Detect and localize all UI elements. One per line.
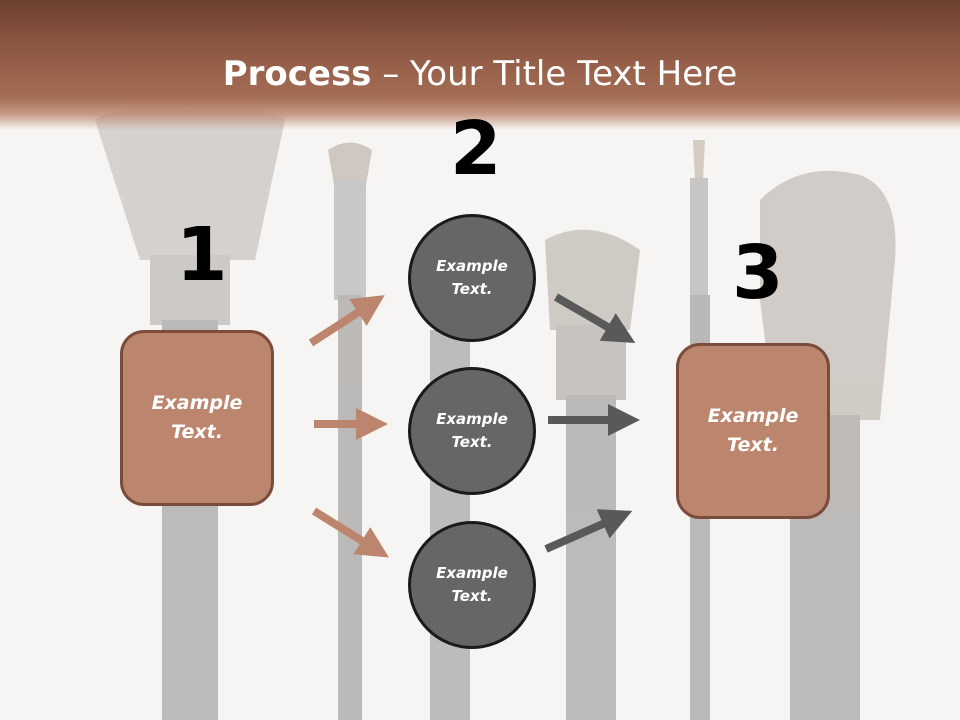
step-2-circle-bottom[interactable]: Example Text. [408,521,536,649]
circle-top-text: Example Text. [436,257,508,298]
step-1-box[interactable]: Example Text. [120,330,274,506]
arrow-bottom-to-3-icon [544,509,633,553]
step-number-2: 2 [450,106,502,192]
step-3-text: Example Text. [707,405,799,456]
step-3-box[interactable]: Example Text. [676,343,830,519]
step-number-3: 3 [732,230,784,316]
slide-title: Process – Your Title Text Here [0,52,960,96]
arrow-top-to-3-icon [553,293,636,344]
title-rest: – Your Title Text Here [371,54,738,94]
step-2-circle-middle[interactable]: Example Text. [408,367,536,495]
circle-middle-text: Example Text. [436,410,508,451]
arrow-1-to-top-icon [308,295,385,347]
step-1-text: Example Text. [151,392,243,443]
title-banner [0,0,960,130]
step-number-1: 1 [176,212,228,298]
arrow-1-to-bottom-icon [311,507,389,558]
circle-bottom-text: Example Text. [436,564,508,605]
step-2-circle-top[interactable]: Example Text. [408,214,536,342]
title-bold: Process [222,54,372,94]
